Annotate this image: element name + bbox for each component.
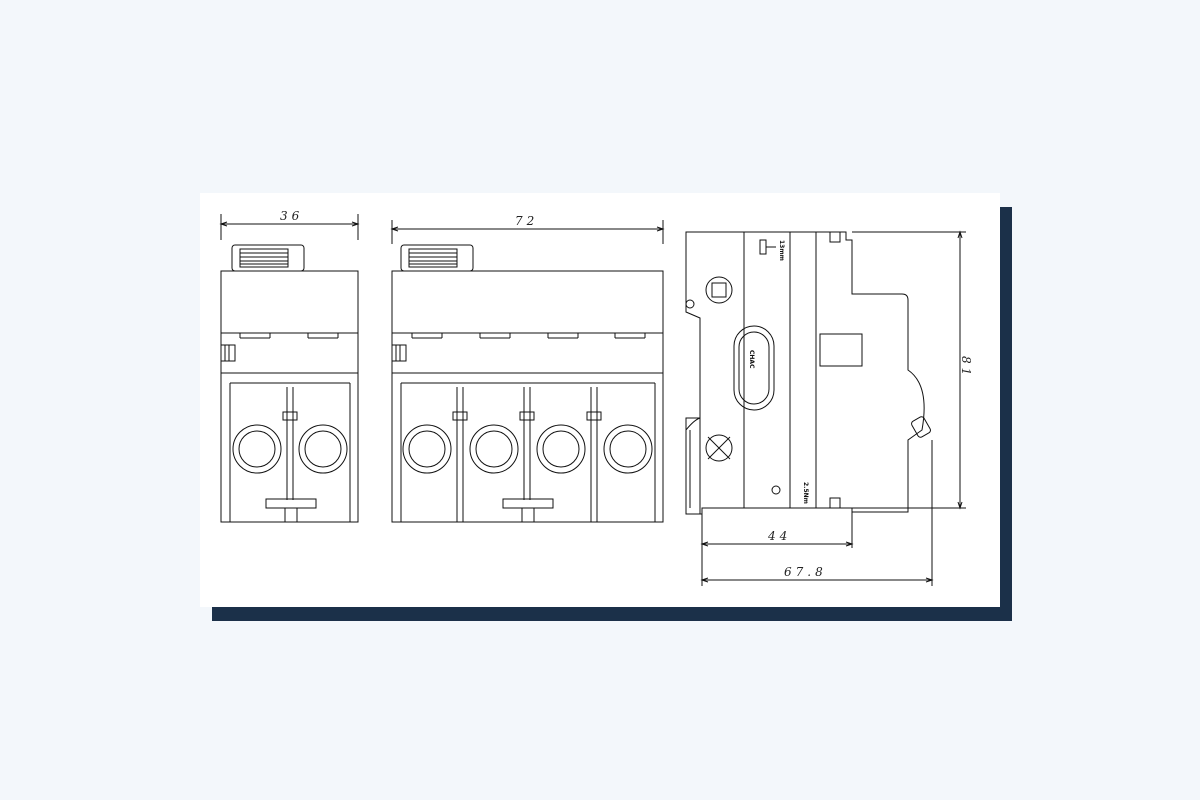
dim-label-81: 81 bbox=[959, 356, 973, 379]
brand-label: CHAC bbox=[748, 350, 755, 369]
dim-label-72: 72 bbox=[515, 214, 538, 228]
dimension-36: 36 bbox=[219, 209, 360, 240]
drawing-card bbox=[200, 193, 1000, 607]
dimension-72: 72 bbox=[390, 214, 665, 244]
front-view-4-pole: 72 bbox=[390, 214, 665, 523]
side-view: CHAC 13mm 2.5Nm 81 44 bbox=[685, 230, 973, 586]
strip-length-label: 13mm bbox=[778, 240, 785, 261]
dimension-81: 81 bbox=[852, 230, 973, 510]
dimension-44: 44 bbox=[700, 512, 854, 586]
test-button-icon bbox=[705, 276, 733, 304]
torque-label: 2.5Nm bbox=[802, 482, 809, 504]
dim-label-36: 36 bbox=[280, 209, 303, 223]
dim-label-44: 44 bbox=[767, 529, 791, 543]
recycle-bin-icon bbox=[705, 434, 733, 462]
dimension-67-8: 67.8 bbox=[700, 440, 934, 586]
front-view-2-pole: 36 bbox=[219, 209, 360, 523]
dim-label-67-8: 67.8 bbox=[784, 565, 827, 579]
